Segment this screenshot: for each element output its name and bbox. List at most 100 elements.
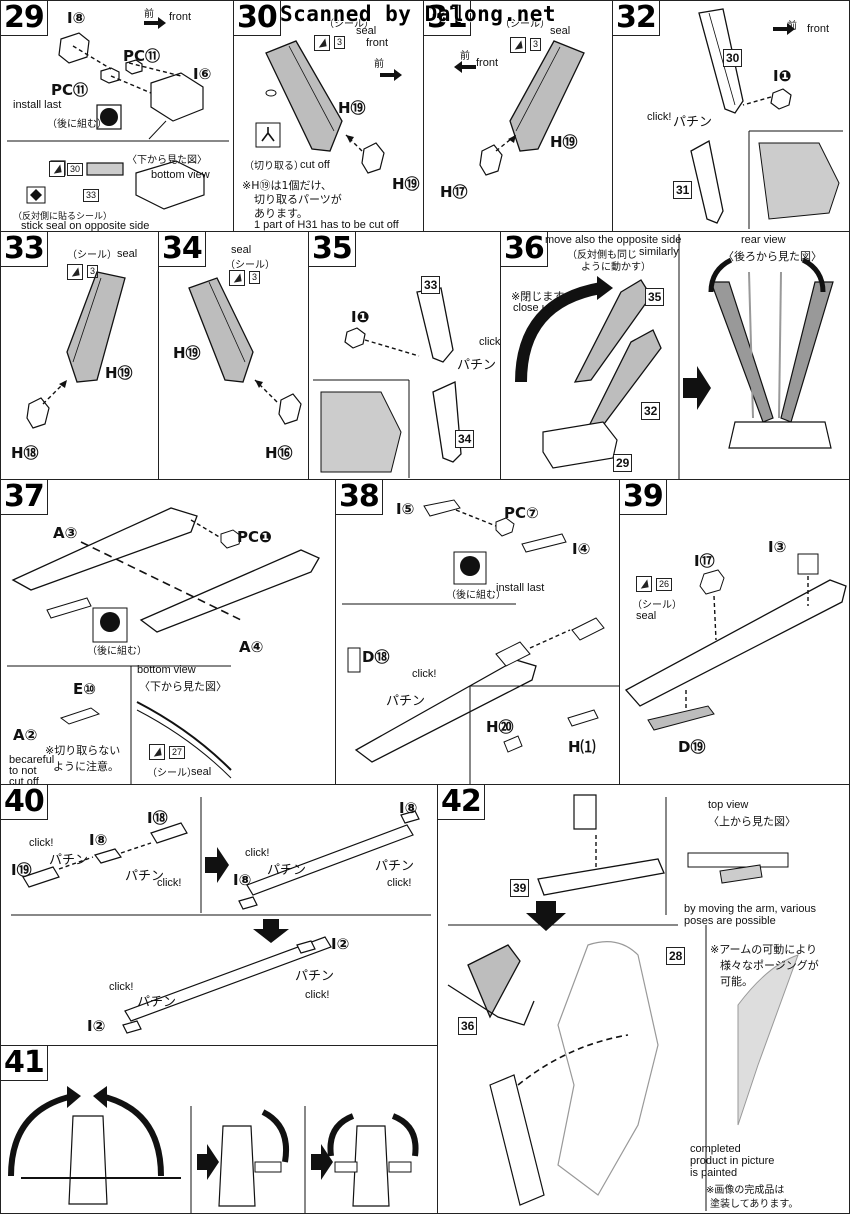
step-32-illustration	[690, 8, 843, 229]
part-i6-label: I⑥	[193, 65, 212, 83]
part-h31-label: H⑲	[550, 133, 578, 151]
pachi-label: パチン	[457, 358, 497, 373]
step-34-illustration	[188, 277, 302, 425]
box-35: 35	[645, 288, 665, 306]
kiritoru-label: （切り取る）	[244, 161, 304, 172]
part-a35-label: A④	[239, 638, 264, 656]
part-a34-label: A③	[53, 524, 78, 542]
seal-label: seal	[356, 25, 377, 37]
step-35-panel: 35 33 I❶ click! パチン 34	[308, 231, 501, 480]
seal-number: 3	[530, 38, 542, 51]
part-h17-label: H⑰	[440, 183, 468, 201]
top-view-label: top view	[708, 799, 749, 811]
pachi-label-d: パチン	[375, 859, 415, 874]
front-label: front	[169, 11, 192, 23]
step-number: 31	[424, 1, 471, 36]
nochi-label: （後に組む）	[446, 590, 506, 601]
step-41-illustration	[8, 1086, 419, 1213]
step-40-illustration	[11, 797, 431, 1034]
rear-view-label: rear view	[741, 234, 786, 246]
step-31-illustration	[454, 40, 585, 176]
careful-jp-1: ※切り取らない	[45, 744, 121, 757]
nochi-label: （後に組む）	[87, 646, 147, 657]
part-d29-label: D⑱	[362, 648, 390, 666]
seal-number: 27	[169, 746, 186, 759]
bottom-view-label: bottom view	[137, 664, 196, 676]
similarly-label: similarly	[639, 246, 679, 258]
step-31-panel: 31 （シール） seal 3 前 front H⑲ H⑰	[423, 0, 613, 232]
pachi-label: パチン	[386, 694, 426, 709]
completed-label-3: is painted	[690, 1167, 738, 1179]
pachi-label: パチン	[673, 115, 713, 130]
step-36-panel: 36 move also the opposite side （反対側も同じ s…	[500, 231, 850, 480]
box-32: 32	[641, 402, 661, 420]
box-29: 29	[613, 454, 633, 472]
seal-jp: （シール）	[67, 250, 117, 261]
part-h31-label: H⑲	[105, 364, 133, 382]
front-label: front	[807, 23, 830, 35]
pc11-label-b: PC⑪	[51, 81, 89, 99]
seal-jp: （シール）	[225, 260, 275, 271]
seal-label: seal	[191, 766, 212, 778]
careful-label-3: cut off	[9, 776, 39, 785]
step-number: 33	[1, 232, 48, 267]
careful-label-1: becareful	[9, 754, 55, 766]
part-i2-label-a: I②	[331, 935, 350, 953]
seal-icon	[314, 35, 330, 51]
step-number: 34	[159, 232, 206, 267]
bottom-view-jp: 〈下から見た図〉	[139, 680, 227, 693]
note-en: 1 part of H31 has to be cut off	[254, 219, 399, 231]
step-30-panel: 30 （シール） seal 3 front 前 H⑲ （切り取る） cut of…	[233, 0, 424, 232]
bottom-view-jp: 〈下から見た図〉	[127, 155, 207, 166]
cut-off-label: cut off	[300, 159, 330, 171]
part-i8-label-b: I⑧	[233, 871, 252, 889]
opposite-jp-1: （反対側も同じ	[567, 250, 637, 261]
step-38-panel: 38 I⑤ PC⑦ I④ （後に組む） install last D⑱ clic…	[335, 479, 620, 785]
step-37-panel: 37 A③ PC❶ （後に組む） A④ bottom view 〈下から見た図〉…	[0, 479, 336, 785]
completed-label-1: completed	[690, 1143, 741, 1155]
seal-label: seal	[117, 248, 138, 260]
move-opposite-label: move also the opposite side	[545, 234, 682, 246]
careful-label-2: to not	[9, 765, 37, 777]
step-number: 40	[1, 785, 48, 820]
seal-number: 3	[249, 271, 261, 284]
step-number: 35	[309, 232, 356, 267]
seal-number-opposite: 33	[83, 189, 100, 202]
part-i1-label: I❶	[351, 308, 370, 326]
pachi-label-a: パチン	[49, 853, 89, 868]
bottom-view-label: bottom view	[151, 169, 210, 181]
part-h31-label: H⑲	[173, 344, 201, 362]
part-i8-label-c: I⑧	[399, 799, 418, 817]
part-d30-label: D⑲	[678, 738, 706, 756]
arm-jp-3: 可能。	[720, 975, 753, 988]
click-label-b: click!	[157, 877, 182, 889]
step-41-panel: 41	[0, 1045, 438, 1214]
part-i18-label: I⑱	[147, 809, 168, 827]
seal-icon	[229, 270, 245, 286]
step-29-illustration	[7, 17, 229, 210]
step-42-illustration	[447, 794, 799, 1211]
step-number: 37	[1, 480, 48, 515]
opposite-jp: （反対側に貼るシール）	[13, 212, 113, 222]
step-number: 29	[1, 1, 48, 36]
pachi-label-b: パチン	[125, 869, 165, 884]
click-label-c: click!	[245, 847, 270, 859]
pachi-label-f: パチン	[295, 969, 335, 984]
step-number: 30	[234, 1, 281, 36]
seal-number: 30	[67, 163, 84, 176]
seal-label: seal	[636, 610, 657, 622]
part-h18-label: H⑱	[11, 444, 39, 462]
click-label-e: click!	[109, 981, 134, 993]
part-a33-label: A②	[13, 726, 38, 744]
note-jp-3: あります。	[254, 207, 308, 220]
seal-number: 3	[87, 265, 99, 278]
watermark: Scanned by Dalong.net	[280, 2, 557, 26]
front-label: front	[476, 57, 499, 69]
step-42-panel: 42 top view 〈上から見た図〉 39 by moving the ar…	[437, 784, 850, 1214]
pachi-label-c: パチン	[267, 863, 307, 878]
part-e10-label: E⑩	[73, 680, 96, 698]
part-h31-label: H⑲	[338, 99, 366, 117]
step-36-illustration	[515, 234, 834, 479]
top-view-jp: 〈上から見た図〉	[708, 815, 796, 828]
click-label-d: click!	[387, 877, 412, 889]
